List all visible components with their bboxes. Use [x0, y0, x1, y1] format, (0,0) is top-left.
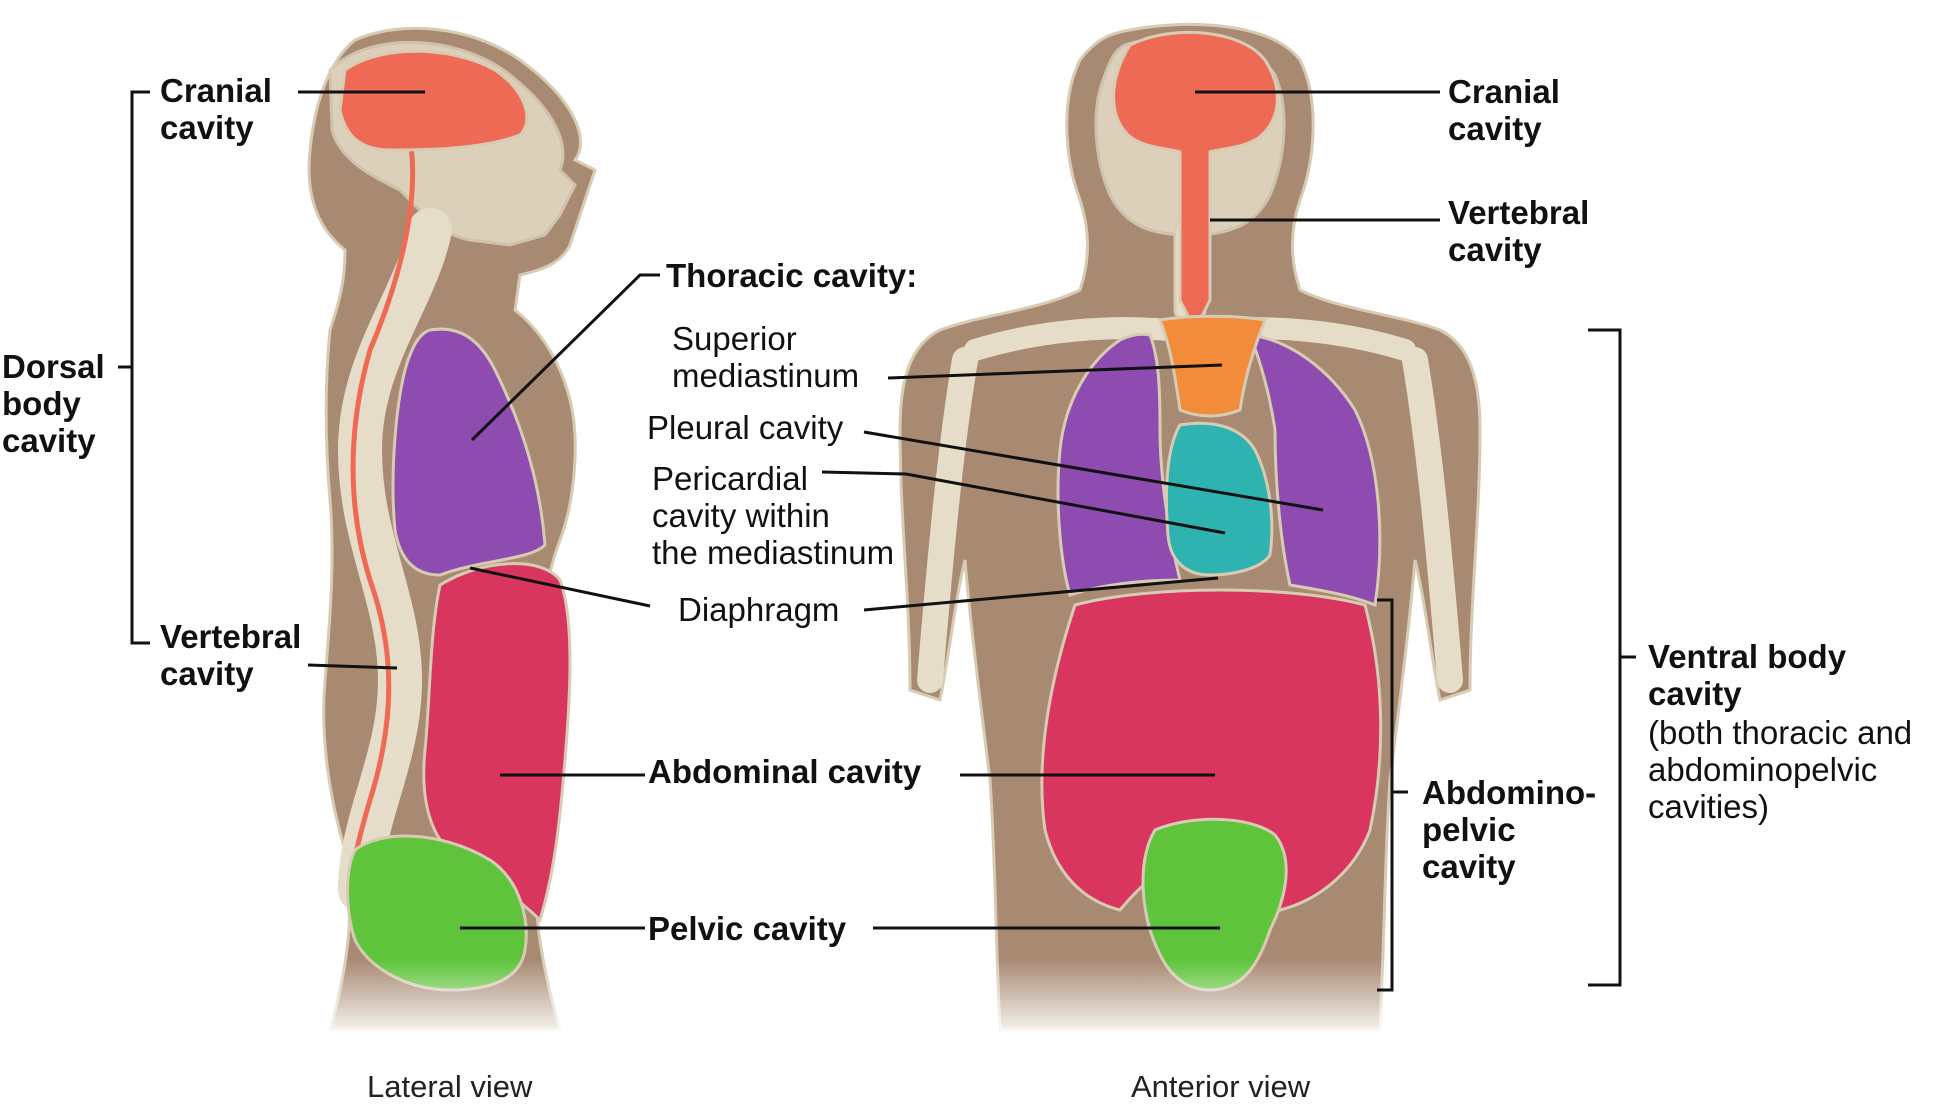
abdominal-cavity-label: Abdominal cavity: [648, 753, 922, 790]
anterior-pericardial-cavity: [1164, 421, 1274, 577]
pelvic-cavity-label: Pelvic cavity: [648, 910, 847, 947]
diaphragm-label: Diaphragm: [678, 591, 840, 628]
pleural-leader: [863, 430, 1324, 512]
thoracic-leader: [470, 273, 660, 442]
anterior-fade: [960, 960, 1420, 1040]
lateral-spine: [337, 208, 452, 912]
lateral-fade: [300, 960, 620, 1040]
lateral-abdominal-cavity: [422, 562, 572, 923]
anterior-left-humerus: [917, 347, 978, 693]
pleural-cavity-label: Pleural cavity: [647, 409, 844, 446]
anterior-cranial-cavity: [1112, 30, 1279, 322]
leader-lines: [118, 90, 1636, 992]
abdominopelvic-bracket: [1377, 598, 1394, 992]
anterior-left-pleural-cavity: [1056, 332, 1182, 597]
pericardial-leader: [821, 470, 1226, 535]
dorsal-bracket: [130, 90, 150, 645]
anterior-right-humerus: [1402, 347, 1463, 693]
superior-mediastinum-leader: [887, 363, 1223, 380]
anterior-right-pleural-cavity: [1247, 333, 1382, 608]
thoracic-cavity-title: Thoracic cavity:: [666, 257, 918, 294]
anterior-view-caption: Anterior view: [1131, 1069, 1311, 1104]
lateral-thoracic-cavity: [391, 327, 547, 577]
lateral-spinal-canal: [347, 139, 416, 901]
ventral-bracket: [1588, 328, 1622, 987]
diaphragm-leader-right: [863, 576, 1219, 612]
lateral-cranial-cavity: [338, 49, 529, 152]
anterior-figure: [898, 22, 1482, 1040]
diaphragm-leader-left: [469, 566, 651, 608]
lateral-figure: [300, 26, 620, 1040]
vertebral-left-leader: [307, 663, 398, 670]
lateral-view-caption: Lateral view: [367, 1069, 533, 1104]
